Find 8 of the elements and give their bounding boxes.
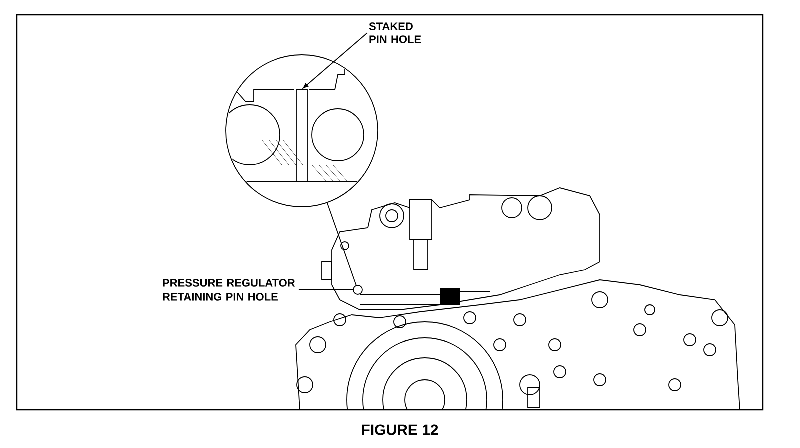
detail-inset [226,54,378,208]
leader-line [303,32,368,89]
pin-hole [353,285,363,295]
figure-caption: FIGURE 12 [362,424,438,436]
callout-label: PRESSURE REGULATOR RETAINING PIN HOLE [163,279,296,301]
pin-hole [296,90,308,182]
callout-label: STAKED PIN HOLE [369,22,422,44]
leader-line [326,202,357,286]
